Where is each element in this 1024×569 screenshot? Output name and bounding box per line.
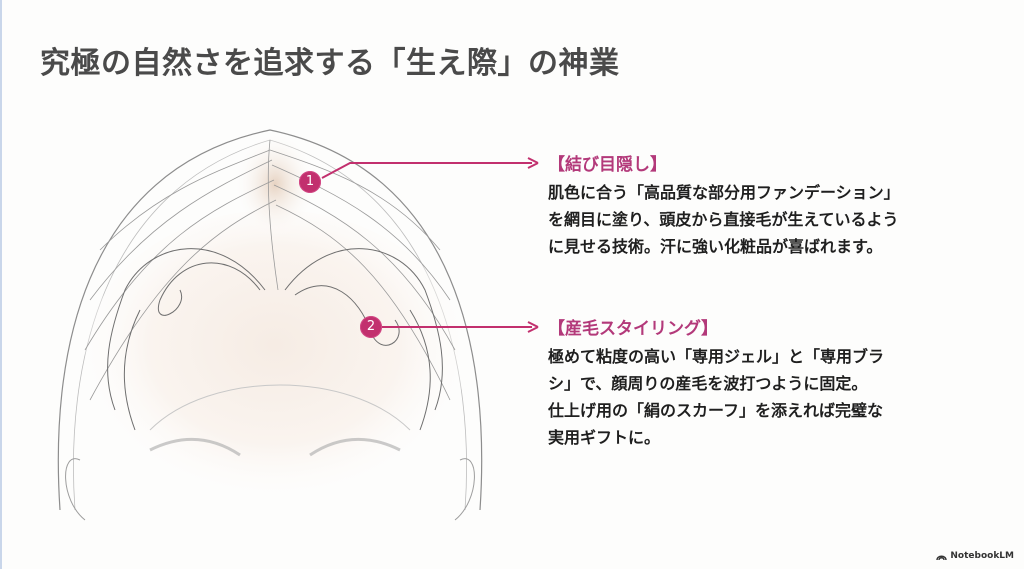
callout-1-heading: 【結び目隠し】 [548,155,667,175]
brand-label: NotebookLM [950,551,1014,561]
notebooklm-logo-icon [936,555,948,560]
notebooklm-watermark: NotebookLM [936,551,1014,561]
hairline-illustration [57,129,483,521]
callout-knot-concealment: 【結び目隠し】 肌色に合う「高品質な部分用ファンデーション」 を網目に塗り、頭皮… [548,150,900,260]
callout-1-badge: 1 [299,171,321,193]
callout-2-badge: 2 [360,316,382,338]
callout-baby-hair-styling: 【産毛スタイリング】 極めて粘度の高い「専用ジェル」と「専用ブラ シ」で、顔周り… [548,314,884,451]
callout-2-heading: 【産毛スタイリング】 [548,319,718,339]
left-edge-border [0,0,2,569]
callout-2-body: 極めて粘度の高い「専用ジェル」と「専用ブラ シ」で、顔周りの産毛を波打つように固… [548,347,885,447]
callout-1-body: 肌色に合う「高品質な部分用ファンデーション」 を網目に塗り、頭皮から直接毛が生え… [548,183,900,256]
slide-title: 究極の自然さを追求する「生え際」の神業 [40,46,620,81]
